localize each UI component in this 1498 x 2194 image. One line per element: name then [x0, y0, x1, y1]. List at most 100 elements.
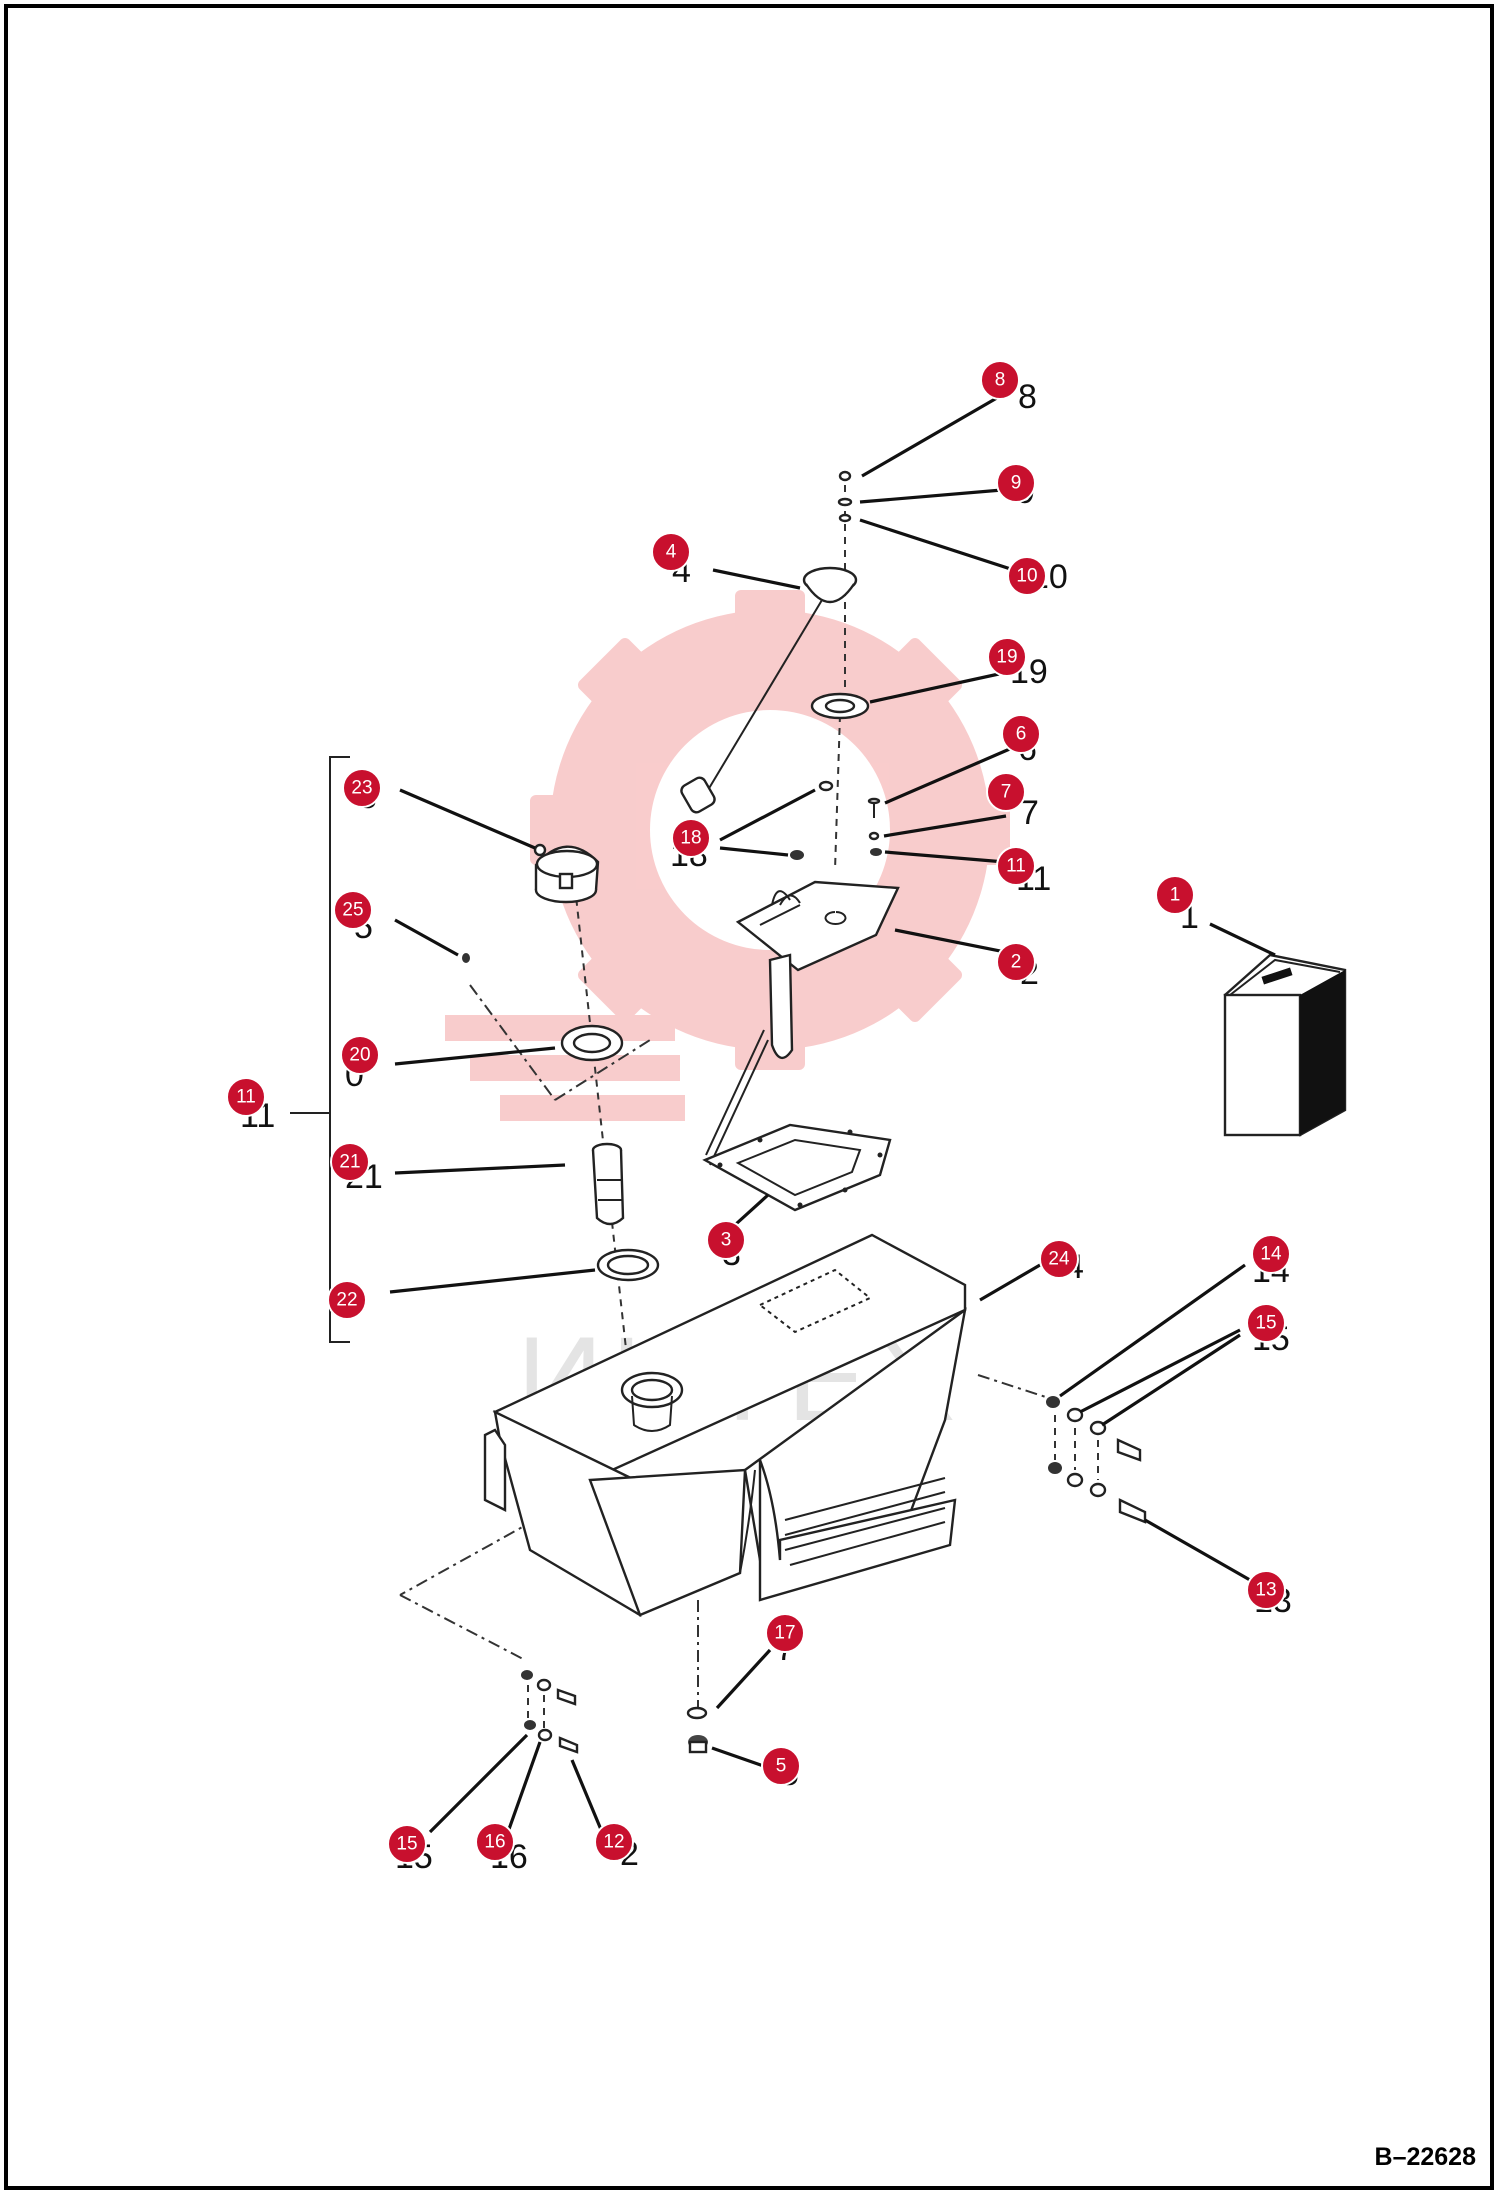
svg-text:12: 12 [603, 1832, 624, 1853]
callout-marker [1155, 875, 1195, 915]
callout-4: 4 [651, 532, 691, 572]
part-21-strainer [591, 1142, 625, 1226]
svg-text:7: 7 [1001, 782, 1012, 803]
svg-text:4: 4 [666, 542, 677, 563]
callout-marker [327, 1280, 367, 1320]
watermark-lines [445, 1015, 685, 1121]
part-6-screw [867, 797, 882, 856]
callout-marker [761, 1746, 801, 1786]
svg-text:11: 11 [1006, 856, 1026, 877]
svg-text:21: 21 [339, 1152, 360, 1173]
callouts: 8 9 10 4 19 6 7 11 18 23 [226, 360, 1291, 1864]
callout-marker [226, 1077, 266, 1117]
callout-7: 7 [986, 772, 1026, 812]
part-2-fuel-sender [705, 880, 900, 1166]
callout-15-right: 15 [1246, 1303, 1286, 1343]
callout-11-upper: 11 [996, 846, 1036, 886]
part-24-fuel-tank [483, 1233, 967, 1618]
callout-marker [333, 890, 373, 930]
part-4-cover [802, 566, 858, 603]
svg-text:17: 17 [774, 1623, 795, 1644]
page-frame [4, 4, 1494, 2190]
callout-marker [330, 1142, 370, 1182]
part-20-flange [560, 1024, 624, 1062]
callout-11-kit: 11 [226, 1077, 266, 1117]
callout-5: 5 [761, 1746, 801, 1786]
part-5-drain-plug [686, 1706, 708, 1754]
callout-15-left: 15 [387, 1824, 427, 1864]
callout-21: 21 [330, 1142, 370, 1182]
part-23-fuel-cap [533, 843, 600, 904]
hardware-left [521, 1670, 579, 1754]
callout-marker [987, 637, 1027, 677]
callout-10: 10 [1007, 556, 1047, 596]
svg-text:18: 18 [680, 828, 701, 849]
svg-text:25: 25 [342, 900, 363, 921]
part-25-screw [462, 953, 470, 963]
callout-marker [1039, 1239, 1079, 1279]
callout-marker [706, 1220, 746, 1260]
callout-marker [594, 1822, 634, 1862]
callout-3: 3 [706, 1220, 746, 1260]
callout-19: 19 [987, 637, 1027, 677]
svg-text:22: 22 [336, 1290, 357, 1311]
svg-text:10: 10 [1016, 566, 1037, 587]
svg-text:20: 20 [349, 1045, 370, 1066]
callout-marker [1246, 1303, 1286, 1343]
svg-text:14: 14 [1260, 1244, 1282, 1265]
callout-14: 14 [1251, 1234, 1291, 1274]
callout-1: 1 [1155, 875, 1195, 915]
callout-marker [651, 532, 691, 572]
svg-text:8: 8 [995, 370, 1006, 391]
callout-16: 16 [475, 1822, 515, 1862]
callout-6: 6 [1001, 714, 1041, 754]
callout-marker [671, 818, 711, 858]
callout-marker [342, 768, 382, 808]
svg-text:6: 6 [1016, 724, 1027, 745]
callout-8: 8 [980, 360, 1020, 400]
callout-marker [475, 1822, 515, 1862]
svg-text:13: 13 [1255, 1580, 1276, 1601]
svg-text:8: 8 [1018, 378, 1037, 416]
svg-text:19: 19 [996, 647, 1017, 668]
hardware-right [1046, 1396, 1147, 1524]
part-1-manual [1223, 953, 1347, 1137]
svg-text:24: 24 [1048, 1249, 1070, 1270]
callout-25: 25 [333, 890, 373, 930]
part-8-nut [837, 470, 853, 523]
svg-text:9: 9 [1011, 473, 1022, 494]
callout-17: 17 [765, 1613, 805, 1653]
callout-22: 22 [327, 1280, 367, 1320]
callout-marker [996, 846, 1036, 886]
callout-marker [1007, 556, 1047, 596]
part-3-plate-gasket [702, 1123, 892, 1212]
part-sensor-plug [680, 776, 716, 814]
callout-marker [765, 1613, 805, 1653]
svg-text:1: 1 [1170, 885, 1181, 906]
callout-marker [387, 1824, 427, 1864]
svg-text:11: 11 [236, 1087, 256, 1108]
svg-text:15: 15 [1255, 1313, 1276, 1334]
part-19-gasket [810, 692, 870, 720]
svg-text:3: 3 [721, 1230, 732, 1251]
part-18-nut [790, 780, 834, 860]
callout-marker [340, 1035, 380, 1075]
callout-marker [996, 942, 1036, 982]
callout-23: 23 [342, 768, 382, 808]
callout-marker [986, 772, 1026, 812]
callout-13: 13 [1246, 1570, 1286, 1610]
callout-marker [980, 360, 1020, 400]
callout-9: 9 [996, 463, 1036, 503]
svg-text:23: 23 [351, 778, 372, 799]
part-22-gasket [596, 1248, 660, 1282]
callout-20: 20 [340, 1035, 380, 1075]
callout-18: 18 [671, 818, 711, 858]
callout-marker [1001, 714, 1041, 754]
callout-24: 24 [1039, 1239, 1079, 1279]
callout-marker [1251, 1234, 1291, 1274]
svg-text:7: 7 [1020, 794, 1039, 832]
svg-text:2: 2 [1011, 952, 1022, 973]
callout-2: 2 [996, 942, 1036, 982]
kit-bracket [290, 756, 350, 1343]
svg-text:15: 15 [396, 1834, 417, 1855]
